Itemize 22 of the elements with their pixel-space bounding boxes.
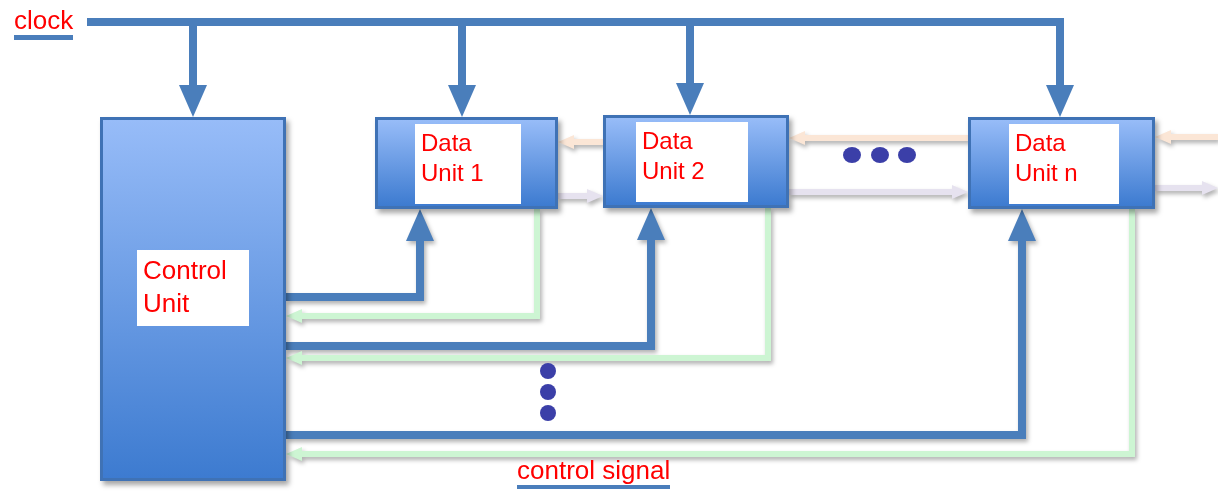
unit-name: Control Unit xyxy=(137,250,249,326)
arrow xyxy=(789,185,968,199)
data-unit-box xyxy=(375,117,558,209)
control-unit-box xyxy=(100,117,286,481)
clock-label: clock xyxy=(14,6,74,40)
arrow xyxy=(286,209,1036,439)
bus-label: control signal xyxy=(517,456,671,489)
data-unit-box xyxy=(968,117,1155,209)
data-unit-box xyxy=(603,115,789,208)
unit-name: Data Unit n xyxy=(1009,124,1119,204)
arrow xyxy=(286,209,540,323)
arrow xyxy=(286,209,1135,461)
unit-name: Data Unit 2 xyxy=(636,122,748,202)
arrow xyxy=(286,208,665,350)
arrow xyxy=(558,189,603,203)
arrow xyxy=(1155,181,1218,195)
unit-name: Data Unit 1 xyxy=(415,124,521,204)
arrow xyxy=(558,135,603,149)
arrow xyxy=(789,131,968,145)
arrow xyxy=(286,209,434,301)
arrow xyxy=(286,208,771,365)
arrow xyxy=(1155,130,1218,144)
